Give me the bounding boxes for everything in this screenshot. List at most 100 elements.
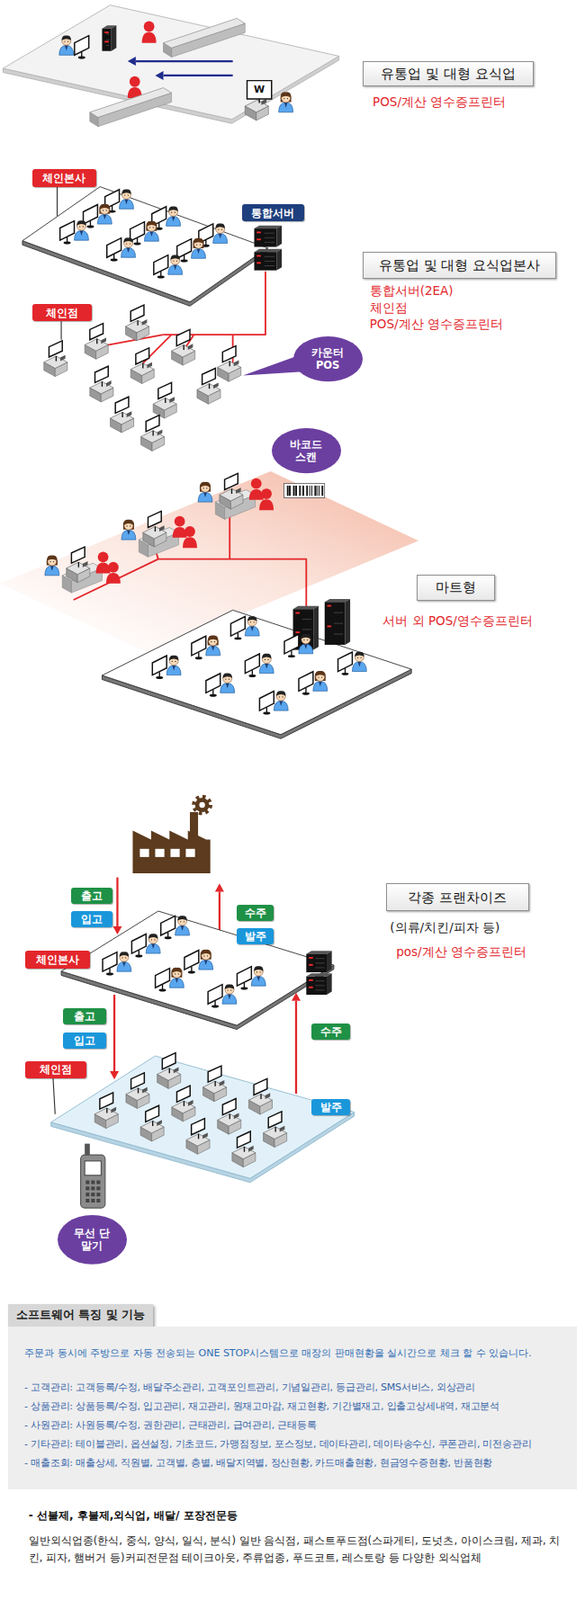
shirt [191, 248, 207, 259]
feature-panel: 주문과 동시에 주방으로 자동 전송되는 ONE STOP시스템으로 매장의 판… [8, 1327, 577, 1492]
eye [53, 561, 54, 563]
head [261, 655, 271, 665]
server-led [308, 987, 314, 990]
head [301, 635, 311, 645]
server-slat [106, 39, 109, 41]
receipt-printer [173, 1068, 180, 1075]
head [315, 672, 325, 682]
hair [119, 952, 129, 957]
note-body: 일반외식업종(한식, 중식, 양식, 일식, 분식) 일반 음식점, 패스트푸드… [28, 1533, 562, 1568]
hair [315, 671, 326, 682]
eye [306, 639, 308, 641]
person-figure [191, 238, 207, 259]
tag-label: 출고 [73, 1010, 96, 1024]
tag-label: 체인점 [45, 306, 79, 320]
phone-key [85, 1180, 90, 1185]
pos-screen [222, 1099, 236, 1116]
hair [225, 984, 234, 990]
eye [357, 657, 359, 659]
equipment-note: pos/계산 영수증프린터 [396, 945, 527, 962]
head [148, 935, 158, 945]
shirt [175, 926, 190, 936]
server-led [295, 631, 300, 634]
hair [193, 238, 203, 243]
factory-chimney [189, 812, 198, 837]
server-slat [333, 612, 343, 614]
server-front [306, 954, 327, 973]
person-figure [222, 984, 237, 1005]
blue-tag: 발주 [236, 928, 274, 945]
tag-label: 통합서버 [251, 207, 295, 220]
hair [168, 206, 178, 211]
receipt-printer [169, 396, 175, 404]
shirt [206, 646, 221, 657]
tie [225, 684, 230, 690]
pos-stand [137, 1089, 139, 1095]
gear-hole [198, 802, 205, 809]
section-title-box: 각종 프랜차이즈 [386, 883, 530, 912]
monitor-base [342, 673, 350, 676]
tag-label: 출고 [81, 890, 103, 903]
server-led [256, 232, 261, 234]
eye [180, 921, 181, 923]
pos-screen [162, 1053, 176, 1071]
eye [217, 229, 219, 231]
server-slat [315, 981, 325, 982]
feature-text: - 매출조회: 매출상세, 직원별, 고객별, 층별, 배달지역별, 정산현황,… [24, 1454, 570, 1474]
arrow-line [113, 995, 116, 1072]
monitor-base [188, 971, 196, 974]
pos-stand [121, 412, 123, 418]
person-figure [119, 189, 135, 209]
head [208, 637, 218, 647]
pos-screen [131, 1073, 145, 1090]
pos-stand [164, 397, 166, 404]
server-slat [302, 629, 312, 630]
head [124, 521, 134, 531]
eye [106, 209, 108, 211]
eye [279, 696, 280, 698]
hair [171, 968, 181, 973]
tab-title: 소프트웨어 특징 및 기능 [16, 1308, 146, 1323]
hair [148, 934, 158, 939]
hair [177, 916, 187, 921]
eye [196, 243, 198, 245]
person-figure [213, 224, 228, 244]
pos-screen [135, 348, 150, 365]
pos-stand [136, 320, 138, 326]
receipt-printer [157, 430, 163, 437]
shirt [198, 960, 214, 971]
hair [171, 968, 182, 979]
tie [80, 230, 84, 236]
eye [124, 194, 126, 196]
hair [47, 556, 57, 561]
arrow-line [135, 60, 234, 63]
eye [174, 212, 176, 214]
tie [227, 995, 232, 1001]
gear-teeth [194, 797, 211, 814]
monitor-base [157, 276, 165, 279]
eye [67, 40, 69, 42]
tie [50, 566, 54, 572]
tie [250, 626, 254, 632]
server-slat [315, 990, 325, 991]
pos-screen [222, 346, 236, 363]
green-tag: 출고 [71, 888, 112, 905]
receipt-printer [100, 337, 107, 344]
head [216, 225, 225, 234]
shirt [220, 684, 235, 694]
head [124, 238, 134, 248]
hair [222, 674, 232, 679]
section-title: 마트형 [435, 579, 477, 596]
person-figure [259, 654, 274, 675]
monitor-base [180, 260, 189, 263]
eye [151, 939, 153, 941]
monitor-base [234, 637, 242, 640]
server-led [327, 625, 333, 628]
tie [358, 662, 362, 668]
receipt-printer [110, 1107, 117, 1115]
monitor-base [159, 990, 167, 993]
barcode-bar [289, 486, 291, 496]
head [247, 617, 257, 627]
receipt-printer [156, 1120, 162, 1127]
feature-text: 주문과 동시에 주방으로 자동 전송되는 ONE STOP시스템으로 매장의 판… [24, 1347, 570, 1362]
